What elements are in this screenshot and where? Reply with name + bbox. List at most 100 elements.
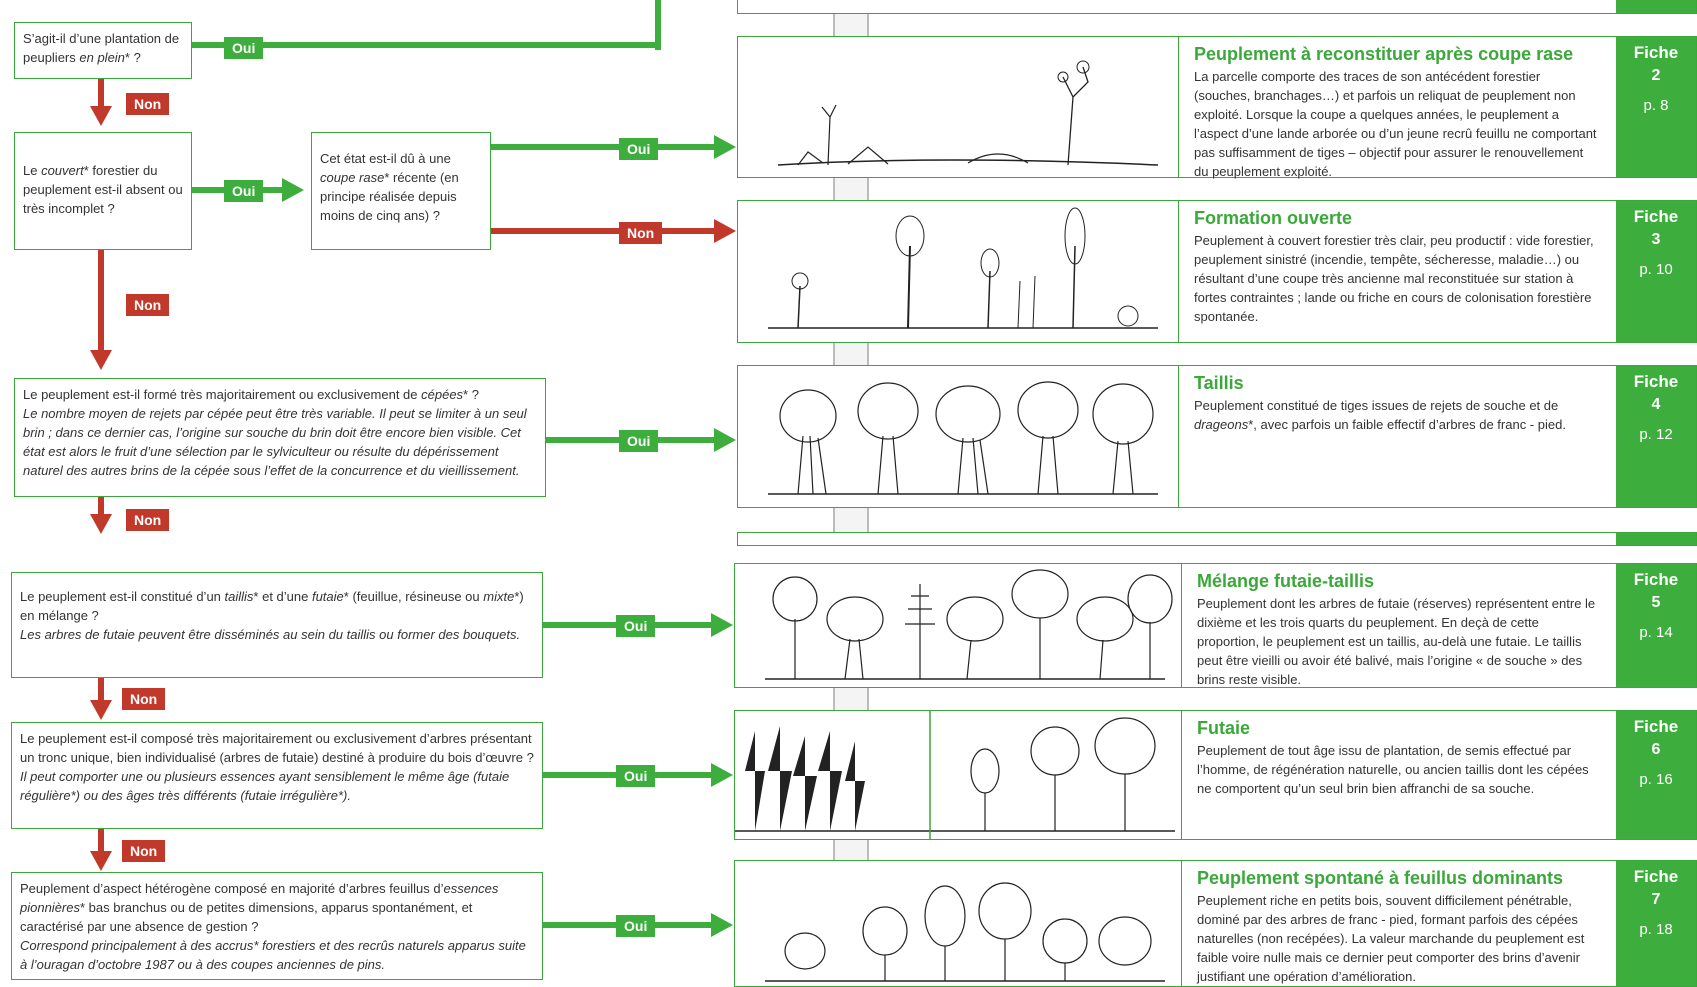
illustration-clearcut [738, 37, 1179, 177]
connector-top [655, 0, 661, 50]
question-cover-absent: Le couvert* forestier du peuplement est-… [14, 132, 192, 250]
fiche-badge[interactable]: Fiche 5 p. 14 [1616, 564, 1696, 687]
question-text: * (feuillue, résineuse ou [343, 589, 484, 604]
question-spontaneous: Peuplement d’aspect hétérogène composé e… [11, 872, 543, 980]
arrow-down [90, 851, 112, 871]
fiche-number: 5 [1651, 594, 1661, 611]
question-term: mixte [483, 589, 515, 604]
fiche-label: Fiche [1633, 372, 1679, 391]
connector-oui-q1 [192, 42, 661, 48]
connector-non-q2b [491, 228, 716, 234]
fiche-badge[interactable]: Fiche 4 p. 12 [1616, 366, 1696, 507]
card-body: Peuplement riche en petits bois, souvent… [1197, 893, 1585, 984]
question-note: Le nombre moyen de rejets par cépée peut… [23, 406, 527, 478]
connector-non-q5 [98, 829, 104, 857]
oui-label: Oui [616, 765, 656, 787]
fiche-badge[interactable]: Fiche 6 p. 16 [1616, 711, 1696, 839]
oui-label: Oui [619, 138, 659, 160]
card-fiche-1-partial [737, 0, 1697, 14]
card-body: Peuplement constitué de tiges issues de … [1194, 396, 1600, 434]
question-text: Le peuplement est-il formé très majorita… [23, 387, 422, 402]
fiche-number: 6 [1651, 741, 1661, 758]
question-text: Peuplement d’aspect hétérogène composé e… [20, 881, 444, 896]
oui-label: Oui [224, 37, 264, 59]
card-title: Formation ouverte [1194, 208, 1353, 228]
card-fiche-2: Peuplement à reconstituer après coupe ra… [737, 36, 1697, 179]
question-text-end: * ? [463, 387, 479, 402]
card-title: Mélange futaie-taillis [1197, 571, 1375, 591]
question-text-end: * forestier du peuplement est-il absent … [23, 163, 183, 216]
fiche-page: p. 14 [1639, 624, 1673, 641]
fiche-number: 2 [1651, 67, 1661, 84]
fiche-label: Fiche [1633, 867, 1679, 886]
oui-label: Oui [224, 180, 264, 202]
connector-non-q3 [98, 497, 104, 515]
card-body: Peuplement de tout âge issu de plantatio… [1197, 743, 1589, 796]
connector-non-q1 [98, 79, 104, 107]
fiche-page: p. 16 [1639, 771, 1673, 788]
fiche-page: p. 8 [1643, 97, 1669, 114]
oui-label: Oui [619, 430, 659, 452]
card-fiche-6: Futaie Peuplement de tout âge issu de pl… [734, 710, 1697, 840]
fiche-page: p. 18 [1639, 921, 1673, 938]
question-text: S’agit-il d’une plantation de peupliers [23, 31, 180, 65]
question-term: essences pionnières [20, 881, 499, 915]
question-term: en plein [79, 50, 125, 65]
connector-non-q4 [98, 678, 104, 706]
page-split-gap [0, 542, 1697, 566]
fiche-label: Fiche [1633, 570, 1679, 589]
question-note: Les arbres de futaie peuvent être dissém… [20, 627, 521, 642]
arrow-down [90, 350, 112, 370]
arrow-right [714, 135, 736, 159]
question-recent-clearcut: Cet état est-il dû à une coupe rase* réc… [311, 132, 491, 250]
question-term: taillis [224, 589, 254, 604]
question-text-end: *) en mélange ? [20, 589, 524, 623]
card-fiche-5: Mélange futaie-taillis Peuplement dont l… [734, 563, 1697, 688]
question-text: Le [23, 163, 42, 178]
fiche-page: p. 10 [1639, 261, 1673, 278]
question-note: Il peut comporter une ou plusieurs essen… [20, 769, 510, 803]
non-label: Non [619, 222, 663, 244]
fiche-label: Fiche [1633, 207, 1679, 226]
fiche-number: 7 [1651, 891, 1661, 908]
card-body: Peuplement dont les arbres de futaie (ré… [1197, 596, 1596, 687]
illustration-spontaneous [735, 861, 1182, 986]
question-text: * et d’une [253, 589, 312, 604]
arrow-right [711, 613, 733, 637]
question-term: couvert [41, 163, 84, 178]
non-label: Non [126, 294, 170, 316]
illustration-futaie [735, 711, 1182, 839]
fiche-label: Fiche [1633, 43, 1679, 62]
question-term: cépées [421, 387, 464, 402]
fiche-badge[interactable]: Fiche 7 p. 18 [1616, 861, 1696, 986]
question-poplar-plantation: S’agit-il d’une plantation de peupliers … [14, 22, 192, 79]
fiche-badge[interactable]: Fiche 3 p. 10 [1616, 201, 1696, 342]
question-cepees: Le peuplement est-il formé très majorita… [14, 378, 546, 497]
question-text-end: * bas branchus ou de petites dimensions,… [20, 900, 473, 934]
oui-label: Oui [616, 615, 656, 637]
card-body: La parcelle comporte des traces de son a… [1194, 69, 1597, 179]
card-fiche-7: Peuplement spontané à feuillus dominants… [734, 860, 1697, 987]
card-body: Peuplement à couvert forestier très clai… [1194, 233, 1594, 324]
fiche-page: p. 12 [1639, 426, 1673, 443]
fiche-number: 4 [1651, 396, 1661, 413]
question-taillis-futaie: Le peuplement est-il constitué d’un tail… [11, 572, 543, 678]
arrow-right [282, 178, 304, 202]
question-text: Le peuplement est-il constitué d’un [20, 589, 225, 604]
oui-label: Oui [616, 915, 656, 937]
non-label: Non [126, 93, 170, 115]
question-futaie: Le peuplement est-il composé très majori… [11, 722, 543, 829]
card-title: Peuplement spontané à feuillus dominants [1197, 868, 1564, 888]
card-title: Futaie [1197, 718, 1251, 738]
card-body-text: Peuplement constitué de tiges issues de … [1194, 398, 1559, 413]
fiche-label: Fiche [1633, 717, 1679, 736]
card-body-text-end: *, avec parfois un faible effectif d’arb… [1248, 417, 1566, 432]
card-fiche-3: Formation ouverte Peuplement à couvert f… [737, 200, 1697, 343]
connector-non-q2 [98, 250, 104, 350]
fiche-badge[interactable]: Fiche 2 p. 8 [1616, 37, 1696, 177]
illustration-mixed [735, 564, 1182, 687]
card-body-term: drageons [1194, 417, 1249, 432]
arrow-down [90, 106, 112, 126]
connector-oui-q2b [491, 144, 716, 150]
illustration-open-formation [738, 201, 1179, 342]
